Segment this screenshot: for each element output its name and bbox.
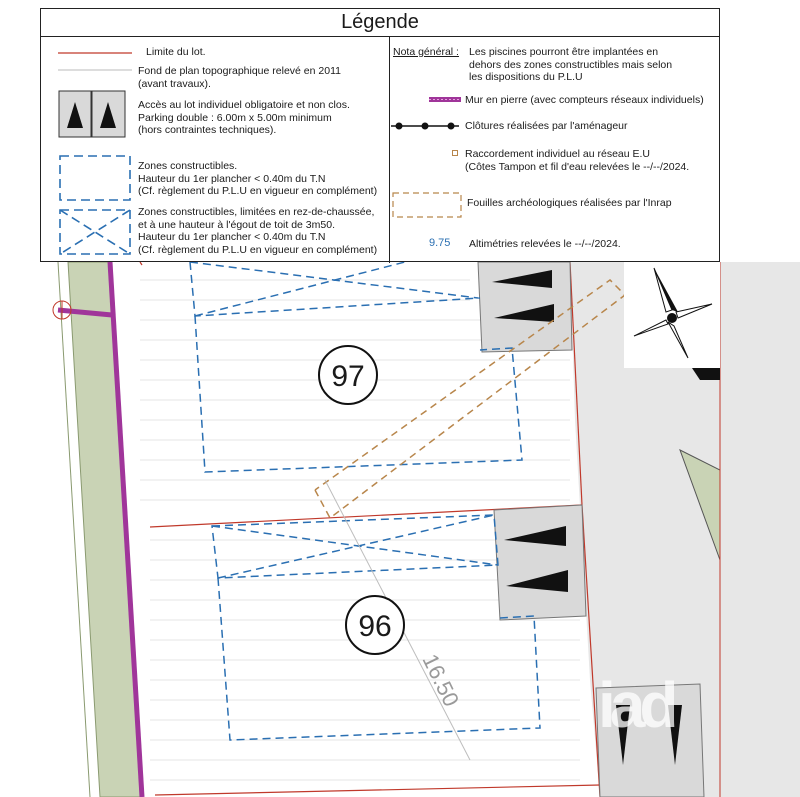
watermark-logo: iad <box>598 669 679 741</box>
zone-constructible-97 <box>189 261 523 473</box>
legend-raccordement-text: Raccordement individuel au réseau E.U (C… <box>465 148 690 173</box>
access-parking-97 <box>477 261 573 353</box>
access-triangle-icon <box>492 270 552 288</box>
zones-symbol <box>59 155 131 201</box>
north-arrow-icon <box>633 267 713 359</box>
legend-clotures-text: Clôtures réalisées par l'aménageur <box>465 120 628 132</box>
fond-symbol <box>58 69 132 71</box>
legend-title: Légende <box>41 9 719 37</box>
clotures-symbol <box>391 122 459 130</box>
legend-mur-text: Mur en pierre (avec compteurs réseaux in… <box>465 94 704 106</box>
access-parking-95 <box>595 683 705 797</box>
fouilles-symbol <box>392 192 462 218</box>
access-triangle-icon <box>616 705 630 765</box>
access-partial <box>690 365 720 380</box>
access-triangle-icon <box>494 304 554 322</box>
access-parking-96 <box>493 504 587 621</box>
green-strip <box>67 261 143 797</box>
limite-symbol <box>58 52 132 54</box>
access-triangle-icon <box>506 570 568 592</box>
wall-connection <box>57 307 113 318</box>
legend-zones-rdc-text: Zones constructibles, limitées en rez-de… <box>138 206 378 256</box>
legend-zones-text: Zones constructibles. Hauteur du 1er pla… <box>138 160 378 197</box>
raccordement-square-icon <box>452 150 458 156</box>
legend-altimetry-value: 9.75 <box>429 237 451 249</box>
access-triangle-icon <box>100 102 116 128</box>
zones-rdc-symbol <box>59 209 131 255</box>
lot-number-96: 96 <box>345 595 405 655</box>
legend-divider <box>389 37 390 263</box>
access-triangle-icon <box>668 705 682 765</box>
legend-fond-text: Fond de plan topographique relevé en 201… <box>138 65 341 90</box>
legend-fouilles-text: Fouilles archéologiques réalisées par l'… <box>467 197 672 209</box>
zone-constructible-96 <box>211 514 541 741</box>
legend-panel: Légende Limite du lot. Fond de plan topo… <box>40 8 720 263</box>
access-triangle-icon <box>504 526 566 546</box>
legend-note-label: Nota général : <box>393 46 459 58</box>
acces-symbol <box>58 90 126 138</box>
legend-limite-text: Limite du lot. <box>146 46 206 58</box>
legend-acces-text: Accès au lot individuel obligatoire et n… <box>138 99 350 136</box>
legend-note-text: Les piscines pourront être implantées en… <box>469 46 673 83</box>
road-area <box>570 262 800 797</box>
legend-altimetries-text: Altimétries relevées le --/--/2024. <box>469 238 621 250</box>
stone-wall <box>107 261 145 797</box>
access-triangle-icon <box>67 102 83 128</box>
left-boundary-line <box>57 261 91 797</box>
mur-symbol <box>429 97 461 102</box>
lot-number-97: 97 <box>318 345 378 405</box>
